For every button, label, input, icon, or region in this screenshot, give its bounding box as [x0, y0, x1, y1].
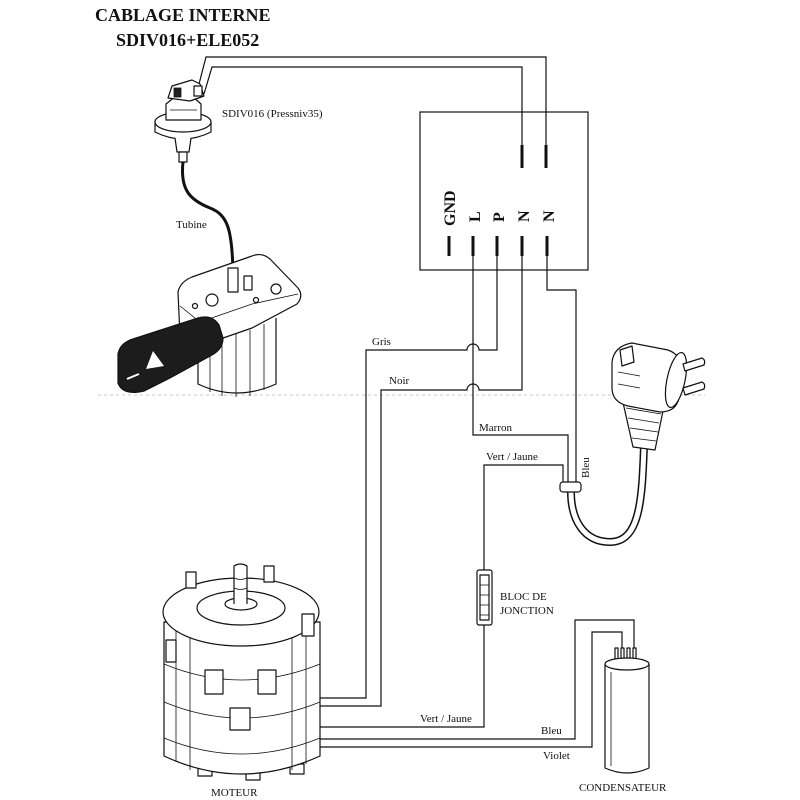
wire-marron — [472, 256, 569, 482]
motor-icon — [162, 563, 321, 781]
wire-violet — [320, 631, 623, 748]
terminal-n2-label: N — [541, 210, 558, 222]
control-box-icon: GND L P N N — [419, 111, 589, 271]
pressure-switch-label: SDIV016 (Pressniv35) — [222, 108, 323, 120]
power-plug-icon — [559, 342, 706, 547]
control-box-outline — [419, 111, 589, 271]
terminal-p-label: P — [491, 212, 508, 222]
diagram-subtitle: SDIV016+ELE052 — [116, 30, 259, 50]
junction-block-label-line2: JONCTION — [500, 605, 554, 617]
capacitor-icon — [604, 647, 650, 774]
wire-switch-inner — [203, 66, 523, 168]
wire-bleu-capacitor-label: Bleu — [541, 725, 562, 737]
wire-vert-jaune-motor-label: Vert / Jaune — [420, 713, 472, 725]
pump-icon — [117, 253, 302, 397]
capacitor-label: CONDENSATEUR — [579, 782, 667, 794]
junction-block-icon — [476, 569, 493, 626]
diagram-title: CABLAGE INTERNE — [95, 5, 271, 25]
terminal-n1-label: N — [516, 210, 533, 222]
wire-gris-label: Gris — [372, 336, 391, 348]
junction-block-label-line1: BLOC DE — [500, 591, 547, 603]
pressure-switch-icon — [154, 79, 212, 163]
wire-noir-label: Noir — [389, 375, 410, 387]
wire-noir — [320, 256, 523, 707]
tube-line — [180, 161, 235, 273]
wire-bleu-cord-label: Bleu — [580, 457, 592, 478]
wire-vert-jaune-cord — [483, 464, 564, 570]
wire-bleu-capacitor — [320, 619, 635, 740]
wire-vert-jaune-motor — [320, 625, 485, 728]
terminal-l-label: L — [467, 211, 484, 222]
wire-marron-label: Marron — [479, 422, 512, 434]
wire-bleu-cord — [546, 256, 577, 482]
terminal-gnd-label: GND — [442, 190, 459, 226]
motor-label: MOTEUR — [211, 787, 258, 799]
tube-label: Tubine — [176, 219, 207, 231]
wire-vert-jaune-cord-label: Vert / Jaune — [486, 451, 538, 463]
wire-violet-label: Violet — [543, 750, 570, 762]
wire-gris — [320, 256, 498, 699]
